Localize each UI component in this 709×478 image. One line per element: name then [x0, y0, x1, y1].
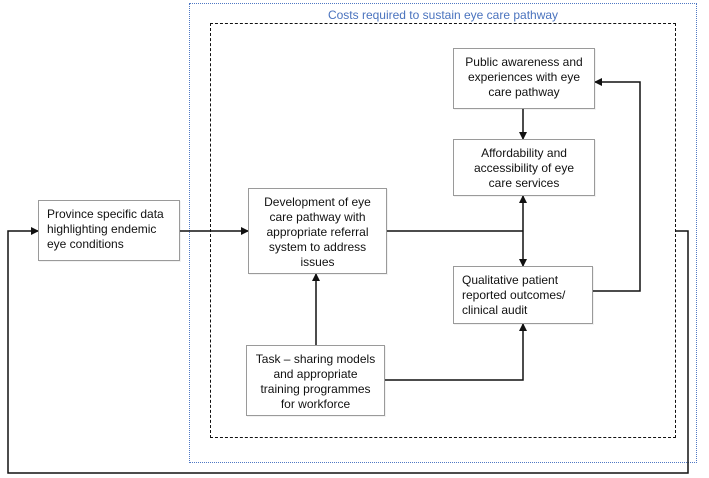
qualitative-outcomes-box: Qualitative patient reported outcomes/ c… [453, 266, 593, 324]
development-text: Development of eye care pathway with app… [264, 195, 371, 269]
affordability-text: Affordability and accessibility of eye c… [473, 146, 575, 190]
province-data-text: Province specific data highlighting ende… [47, 207, 164, 251]
task-sharing-box: Task – sharing models and appropriate tr… [246, 345, 385, 416]
task-sharing-text: Task – sharing models and appropriate tr… [255, 352, 376, 411]
qualitative-outcomes-text: Qualitative patient reported outcomes/ c… [462, 273, 566, 317]
public-awareness-box: Public awareness and experiences with ey… [453, 48, 595, 109]
cost-frame-title: Costs required to sustain eye care pathw… [327, 8, 559, 22]
development-box: Development of eye care pathway with app… [248, 188, 387, 274]
province-data-box: Province specific data highlighting ende… [38, 200, 180, 261]
public-awareness-text: Public awareness and experiences with ey… [465, 55, 583, 99]
affordability-box: Affordability and accessibility of eye c… [453, 139, 595, 196]
